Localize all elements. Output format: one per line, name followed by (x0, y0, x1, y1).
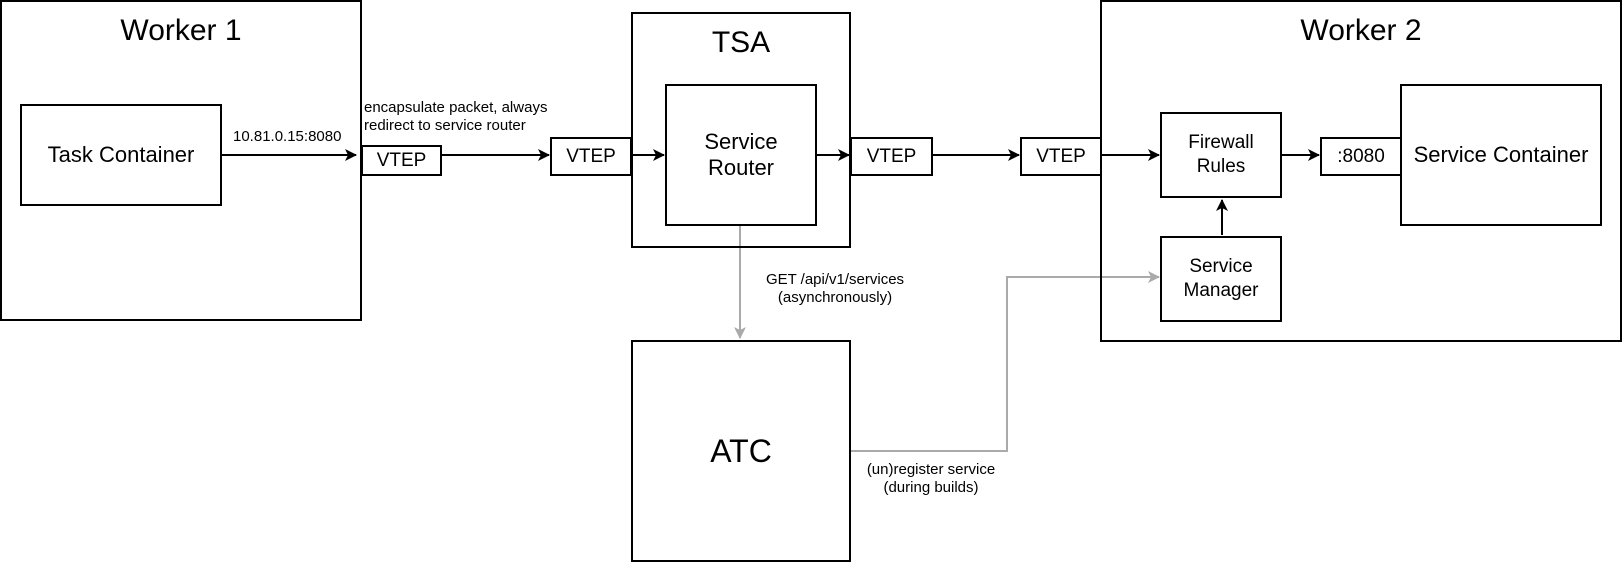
vtep-4: VTEP (1020, 137, 1102, 176)
ip-label: 10.81.0.15:8080 (233, 128, 342, 145)
vtep-2-label: VTEP (566, 145, 616, 167)
atc-title: ATC (710, 432, 772, 469)
port-8080-label: :8080 (1337, 145, 1385, 167)
service-manager: Service Manager (1160, 236, 1282, 322)
tsa-title: TSA (711, 26, 771, 59)
service-router-label: Service Router (704, 129, 778, 180)
atc: ATC (631, 340, 851, 562)
vtep-1: VTEP (361, 145, 442, 176)
worker-2-title: Worker 2 (1300, 14, 1422, 47)
encapsulate-note: encapsulate packet, always redirect to s… (364, 99, 548, 134)
task-container-label: Task Container (47, 142, 195, 167)
service-container-label: Service Container (1413, 142, 1589, 167)
vtep-4-label: VTEP (1036, 145, 1086, 167)
service-container: Service Container (1400, 84, 1602, 226)
vtep-1-label: VTEP (376, 149, 427, 171)
port-8080: :8080 (1320, 137, 1402, 176)
service-manager-label: Service Manager (1183, 256, 1259, 301)
get-services-note: GET /api/v1/services (asynchronously) (765, 271, 905, 306)
task-container: Task Container (20, 104, 222, 206)
vtep-3-label: VTEP (866, 145, 917, 167)
worker-1-title: Worker 1 (120, 14, 242, 47)
tsa: TSA (631, 12, 851, 248)
worker-1: Worker 1 (0, 0, 362, 321)
register-service-note: (un)register service (during builds) (866, 461, 996, 496)
firewall-rules-label: Firewall Rules (1188, 132, 1254, 177)
vtep-2: VTEP (550, 137, 632, 176)
service-router: Service Router (665, 84, 817, 226)
firewall-rules: Firewall Rules (1160, 112, 1282, 198)
vtep-3: VTEP (850, 137, 933, 176)
worker-2: Worker 2 (1100, 0, 1622, 342)
arrow-atc-to-manager (851, 271, 1160, 452)
